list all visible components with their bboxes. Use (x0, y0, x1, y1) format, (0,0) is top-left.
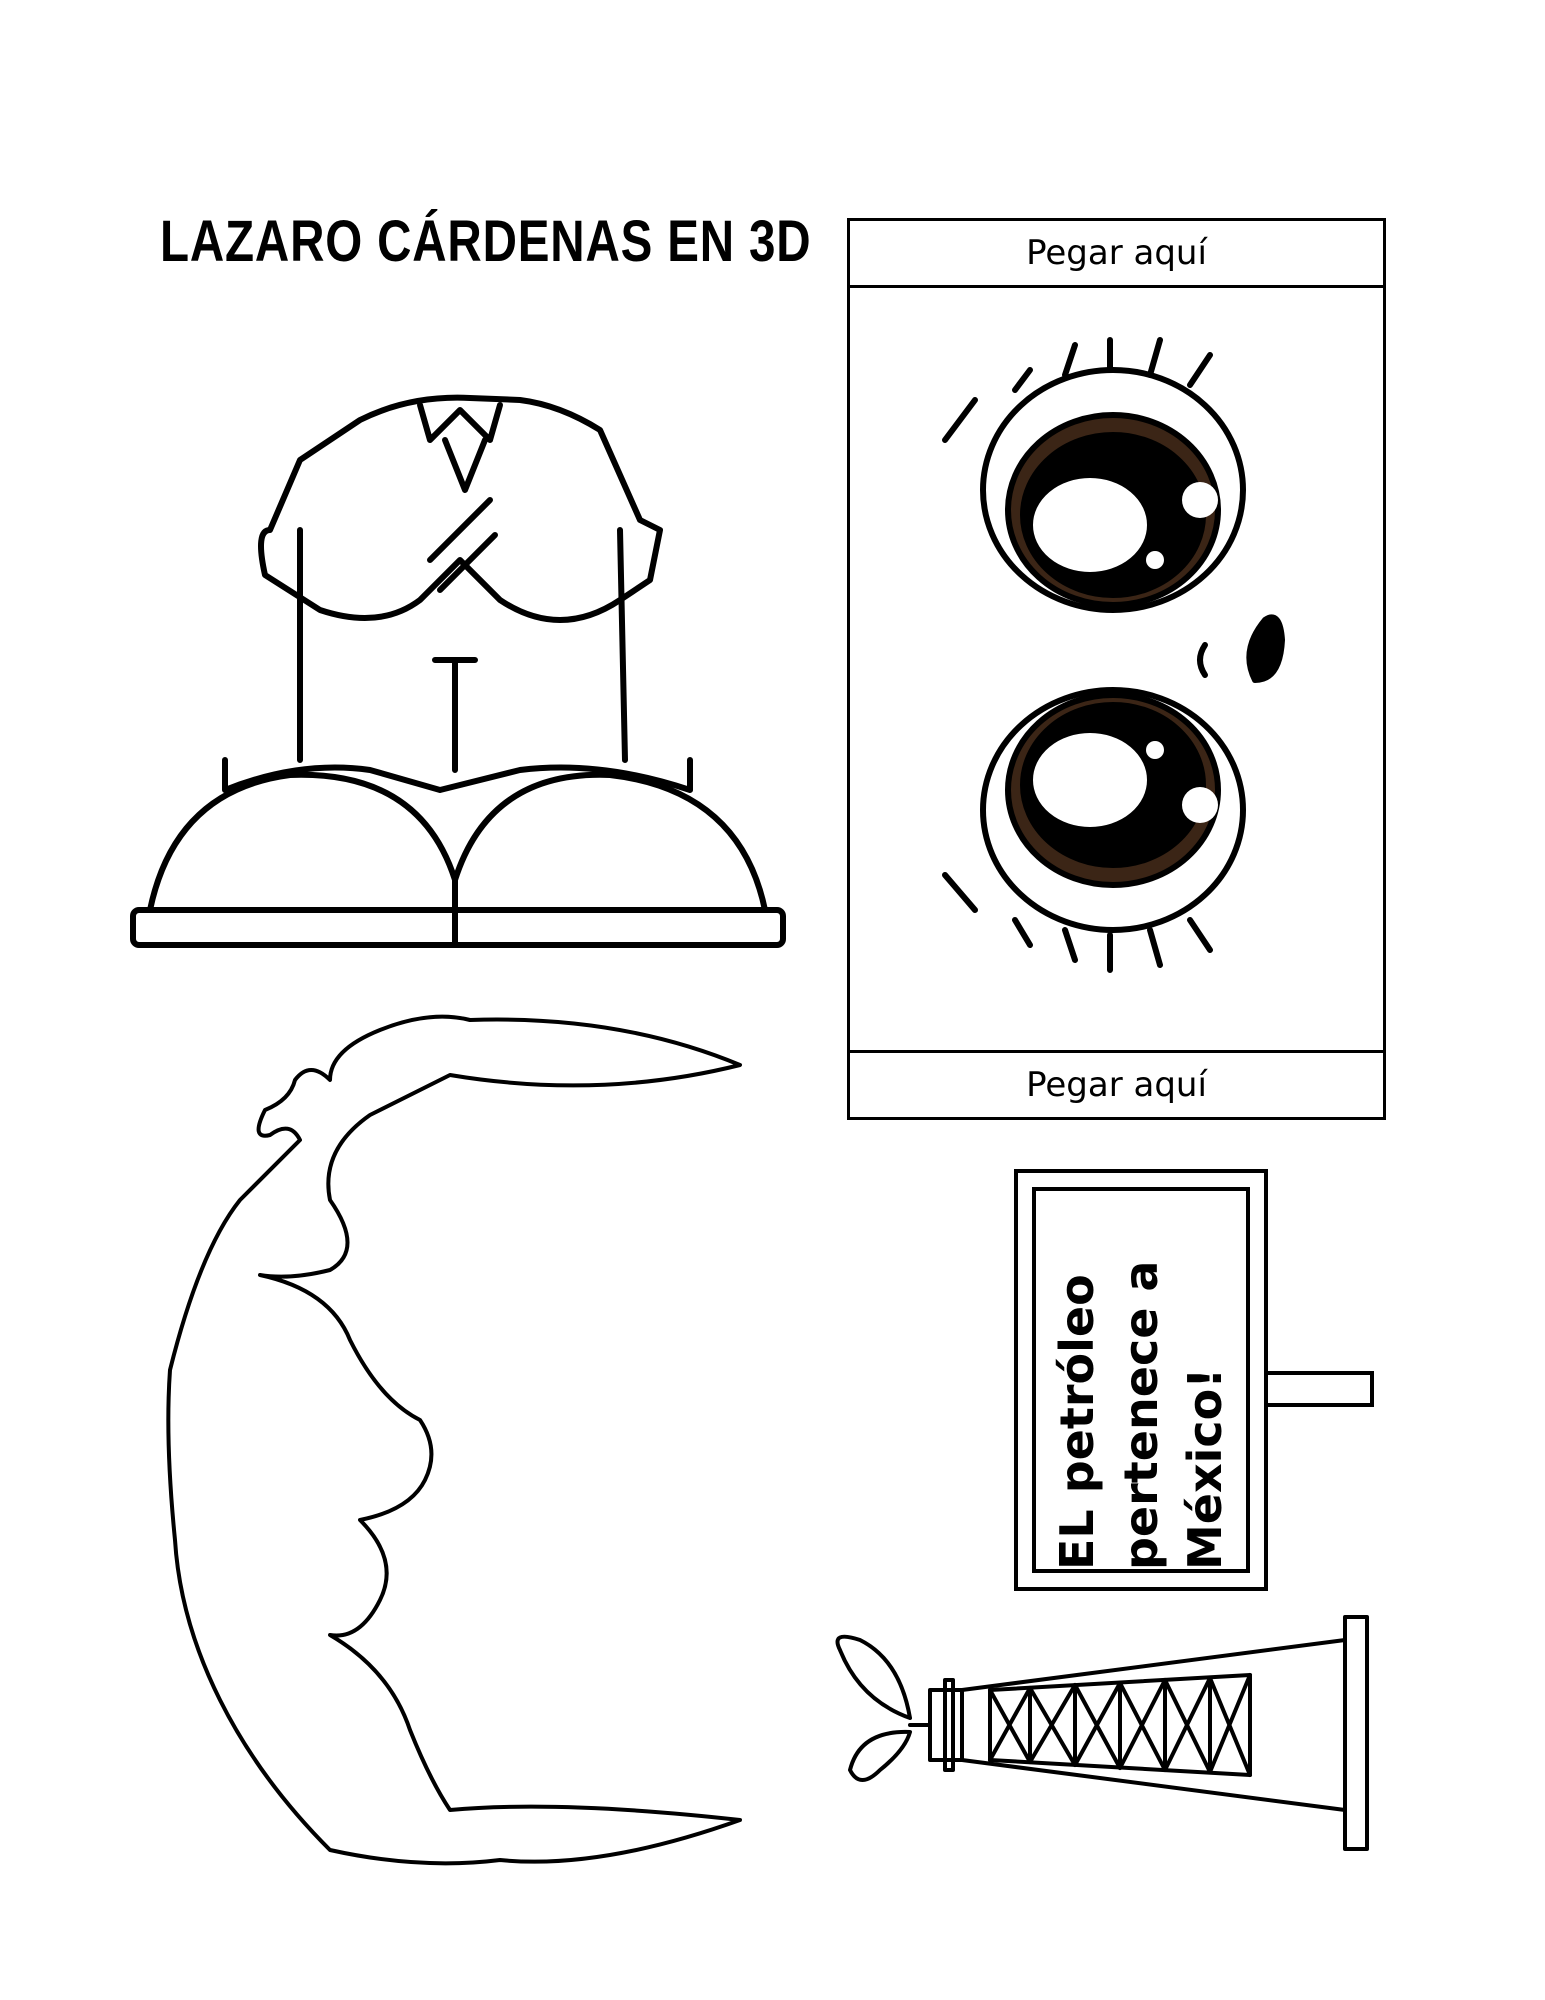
paste-panel: Pegar aquí Pegar aquí (847, 218, 1386, 1120)
sign-handle (1264, 1371, 1374, 1407)
oil-derrick-cutout (835, 1615, 1369, 1851)
eyes-cutout (942, 337, 1285, 973)
sign-text: EL petróleo pertenece a México! (1045, 1190, 1237, 1570)
paste-here-bottom-label: Pegar aquí (850, 1050, 1383, 1117)
sign-line-3: México! (1178, 1367, 1232, 1570)
sign-line-2: pertenece a (1114, 1260, 1168, 1570)
protest-sign-cutout: EL petróleo pertenece a México! (1014, 1169, 1268, 1591)
page-title: LAZARO CÁRDENAS EN 3D (160, 209, 812, 274)
sign-line-1: EL petróleo (1050, 1274, 1104, 1570)
paste-here-top-label: Pegar aquí (850, 221, 1383, 288)
hair-mustache-cutout (166, 1014, 742, 1866)
sign-inner-frame: EL petróleo pertenece a México! (1032, 1187, 1250, 1573)
suit-cutout (130, 394, 786, 948)
